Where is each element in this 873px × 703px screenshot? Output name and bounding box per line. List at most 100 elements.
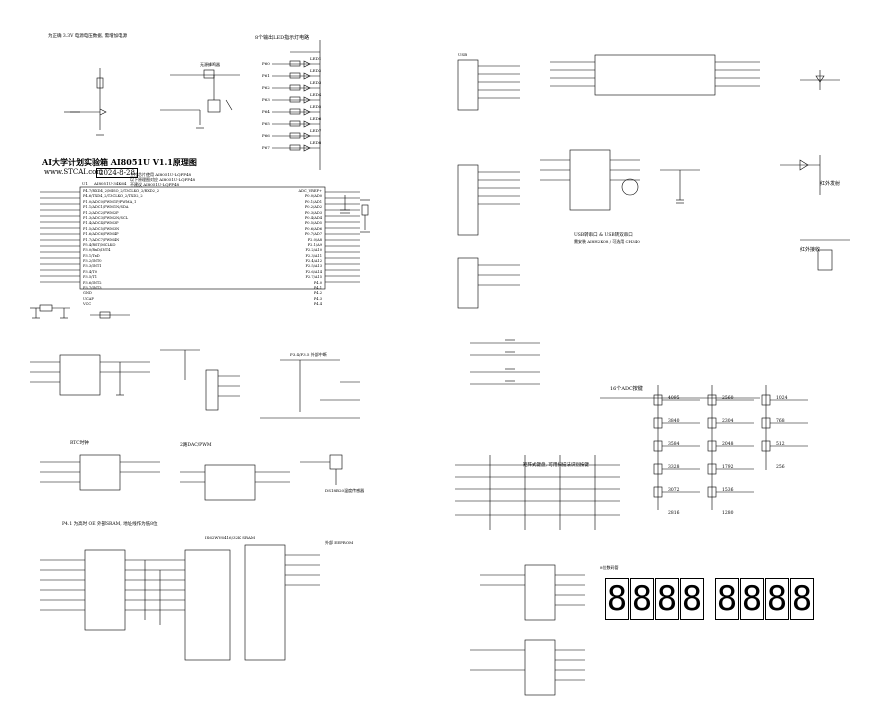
adc-key-value: 3584 — [668, 442, 680, 447]
mcu-pin-label: P3.1/TxD — [83, 253, 100, 258]
mcu-pin-label: P1.5/ADC5/PWM3N — [83, 226, 120, 231]
seven-seg-digit: 8 — [680, 578, 704, 620]
mcu-pin-label: P3.0/RxD/INT4 — [83, 248, 111, 253]
mcu-pin-label: P1.7/ADC7/PWM4N — [83, 237, 120, 242]
led-net-label: P67 — [262, 145, 270, 150]
mcu-pin-label: P2.0/A8 — [307, 237, 322, 242]
seven-seg-digit: 8 — [790, 578, 814, 620]
adc-key-value: 2560 — [722, 396, 734, 401]
seven-seg-digit: 8 — [630, 578, 654, 620]
mcu-pin-label: P0.4/AD4 — [304, 215, 322, 220]
led-net-label: P61 — [262, 73, 270, 78]
ir-rx-label: 红外接收 — [800, 247, 821, 253]
mcu-pin-label: P0.0/AD0 — [304, 194, 322, 199]
mcu-pin-label: P2.3/A11 — [305, 253, 322, 258]
mcu-pin-label: P4.6/TXD4_2/T3CLKO_2/TXD2_2 — [83, 194, 143, 199]
mcu-pin-label: P3.3/INT1 — [83, 264, 102, 269]
led-name-label: LED1 — [310, 56, 322, 61]
led-net-label: P64 — [262, 109, 270, 114]
mcu-pin-label: P0.6/AD6 — [304, 226, 322, 231]
led-name-label: LED2 — [310, 68, 322, 73]
mcu-pin-label: P0.1/AD1 — [304, 199, 322, 204]
mcu-pin-label: P4.3 — [313, 296, 322, 301]
led-net-label: P62 — [262, 85, 270, 90]
irq-title: P3.4/P3.5 外部中断 — [290, 352, 327, 357]
usb-title: USB — [458, 52, 468, 57]
mcu-pin-label: P1.3/ADC3/PWM2N/SCL — [83, 215, 129, 220]
mcu-pin-label: VCC — [83, 302, 92, 307]
adc-key-value: 768 — [776, 419, 785, 424]
adc-key-value: 1536 — [722, 488, 734, 493]
mcu-pin-label: P0.5/AD5 — [304, 221, 322, 226]
seven-seg-digit: 8 — [605, 578, 629, 620]
mcu-note: 主控芯片使用 AI8051U-LQFP48 — [130, 172, 192, 177]
mcu-pin-label: P3.4/T0 — [83, 269, 98, 274]
mcu-pin-label: P2.2/A10 — [305, 248, 322, 253]
key-matrix-title: 矩阵式键盘, 可用扫描法识别按键 — [523, 463, 589, 468]
mcu-pin-label: UCAP — [83, 296, 94, 301]
mcu-pin-label: GND — [83, 291, 92, 296]
sram-part: IS62WV6416/32K SRAM — [205, 535, 256, 540]
seven-seg-digit: 8 — [740, 578, 764, 620]
mcu-pin-label: P4.7/RXD4_2/MISO_2/T3CLKO_2/RXD2_2 — [83, 189, 160, 193]
sheet-title: AI大学计划实验箱 AI8051U V1.1原理图 — [42, 157, 197, 167]
mcu-pin-label: P2.6/A14 — [305, 269, 322, 274]
mcu-pin-label: P2.5/A13 — [305, 264, 322, 269]
adc-key-value: 1024 — [776, 396, 788, 401]
mcu-pin-label: P0.7/AD7 — [304, 232, 322, 237]
mcu-pin-label: P0.2/AD2 — [304, 205, 322, 210]
adc-key-value: 3328 — [668, 465, 680, 470]
led-name-label: LED5 — [310, 104, 322, 109]
mcu-pin-label: P2.1/A9 — [307, 242, 322, 247]
mcu-pin-label: P4.0 — [313, 280, 322, 285]
display-title: 8位数码管 — [600, 565, 619, 570]
website: www.STCAI.com — [44, 168, 104, 176]
led-name-label: LED6 — [310, 116, 322, 121]
led-name-label: LED4 — [310, 92, 322, 97]
adc-key-value: 256 — [776, 465, 785, 470]
seven-seg-digit: 8 — [715, 578, 739, 620]
usb-note-1: USB转串口 & USB转双串口 — [574, 233, 633, 238]
mcu-ref: U1 — [82, 181, 88, 186]
onewire-title: DS18B20温度传感器 — [325, 488, 365, 493]
sram-title: P4.1 为高时 OE 外部SRAM, 地址线作为低8位 — [62, 522, 158, 527]
ir-tx-label: 红外发射 — [820, 181, 841, 187]
adc-key-value: 4095 — [668, 396, 680, 401]
adc-key-value: 2304 — [722, 419, 734, 424]
mcu-part: AI8051U-34K64 — [94, 181, 127, 186]
rtc-title: RTC时钟 — [70, 441, 89, 446]
mcu-chip: U1 AI8051U-34K64 P4.7/RXD4_2/MISO_2/T3CL… — [80, 181, 325, 306]
dac-title: 2路DAC/PWM — [180, 443, 212, 448]
mcu-note: 以下原理图对应 AI8051U-LQFP48 — [130, 177, 196, 182]
adc-key-value: 1792 — [722, 465, 734, 470]
adc-title: 16个ADC按键 — [610, 386, 643, 392]
mcu-pin-label: P1.0/ADC0/PWM1P/PWMA_1 — [83, 199, 137, 204]
sheet-date: 2024-8-28 — [96, 168, 138, 178]
buzzer-note: 为正确 3.3V 电源电压数据, 需增加电源 — [48, 34, 128, 39]
led-net-label: P65 — [262, 121, 270, 126]
seven-seg-digit: 8 — [655, 578, 679, 620]
led-net-label: P60 — [262, 61, 270, 66]
adc-key-value: 2048 — [722, 442, 734, 447]
led-name-label: LED8 — [310, 140, 322, 145]
mcu-pin-label: P5.4/RST/MCLKO — [83, 242, 116, 247]
mcu-pin-label: P4.4 — [313, 302, 322, 307]
mcu-pin-label: P1.1/ADC1/PWM1N/SDA — [83, 205, 129, 210]
mcu-pin-label: P0.3/AD3 — [304, 210, 322, 215]
adc-key-value: 3840 — [668, 419, 680, 424]
mcu-pin-label: P3.7/INT3 — [83, 286, 102, 291]
adc-key-value: 3072 — [668, 488, 680, 493]
adc-key-value: 1280 — [722, 511, 734, 516]
led-block-title: 8个输出LED指示灯电路 — [255, 35, 310, 41]
led-name-label: LED3 — [310, 80, 322, 85]
mcu-pin-label: P2.7/A15 — [305, 275, 322, 280]
mcu-note: 不建议 AI8051U-LQFP48 — [130, 182, 180, 187]
adc-key-value: 2816 — [668, 511, 680, 516]
buzzer-title: 无源蜂鸣器 — [200, 62, 220, 67]
mcu-pin-label: P1.4/ADC4/PWM3P — [83, 221, 119, 226]
mcu-pin-label: P4.2 — [313, 291, 322, 296]
